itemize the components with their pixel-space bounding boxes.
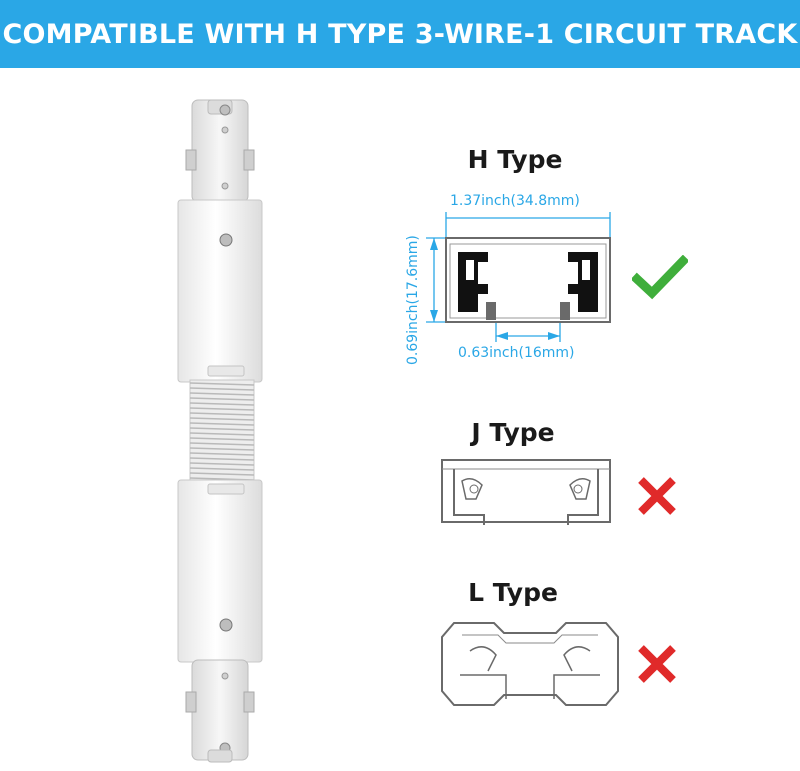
l-type-track-diagram (441, 622, 619, 706)
flexible-connector-image (177, 99, 263, 763)
h-type-title: H Type (467, 145, 563, 174)
cross-icon (638, 477, 676, 515)
slot-dimension-label: 0.63inch(16mm) (458, 345, 575, 361)
h-type-track-diagram (426, 212, 611, 342)
j-type-track-diagram (441, 459, 611, 525)
check-icon (632, 255, 688, 300)
banner-title: COMPATIBLE WITH H TYPE 3-WIRE-1 CIRCUIT … (2, 18, 798, 50)
cross-icon (638, 645, 676, 683)
width-dimension-label: 1.37inch(34.8mm) (450, 193, 580, 209)
j-type-title: J Type (471, 418, 555, 447)
l-type-title: L Type (468, 578, 558, 607)
header-banner: COMPATIBLE WITH H TYPE 3-WIRE-1 CIRCUIT … (0, 0, 800, 68)
height-dimension-label: 0.69inch(17.6mm) (405, 235, 421, 365)
